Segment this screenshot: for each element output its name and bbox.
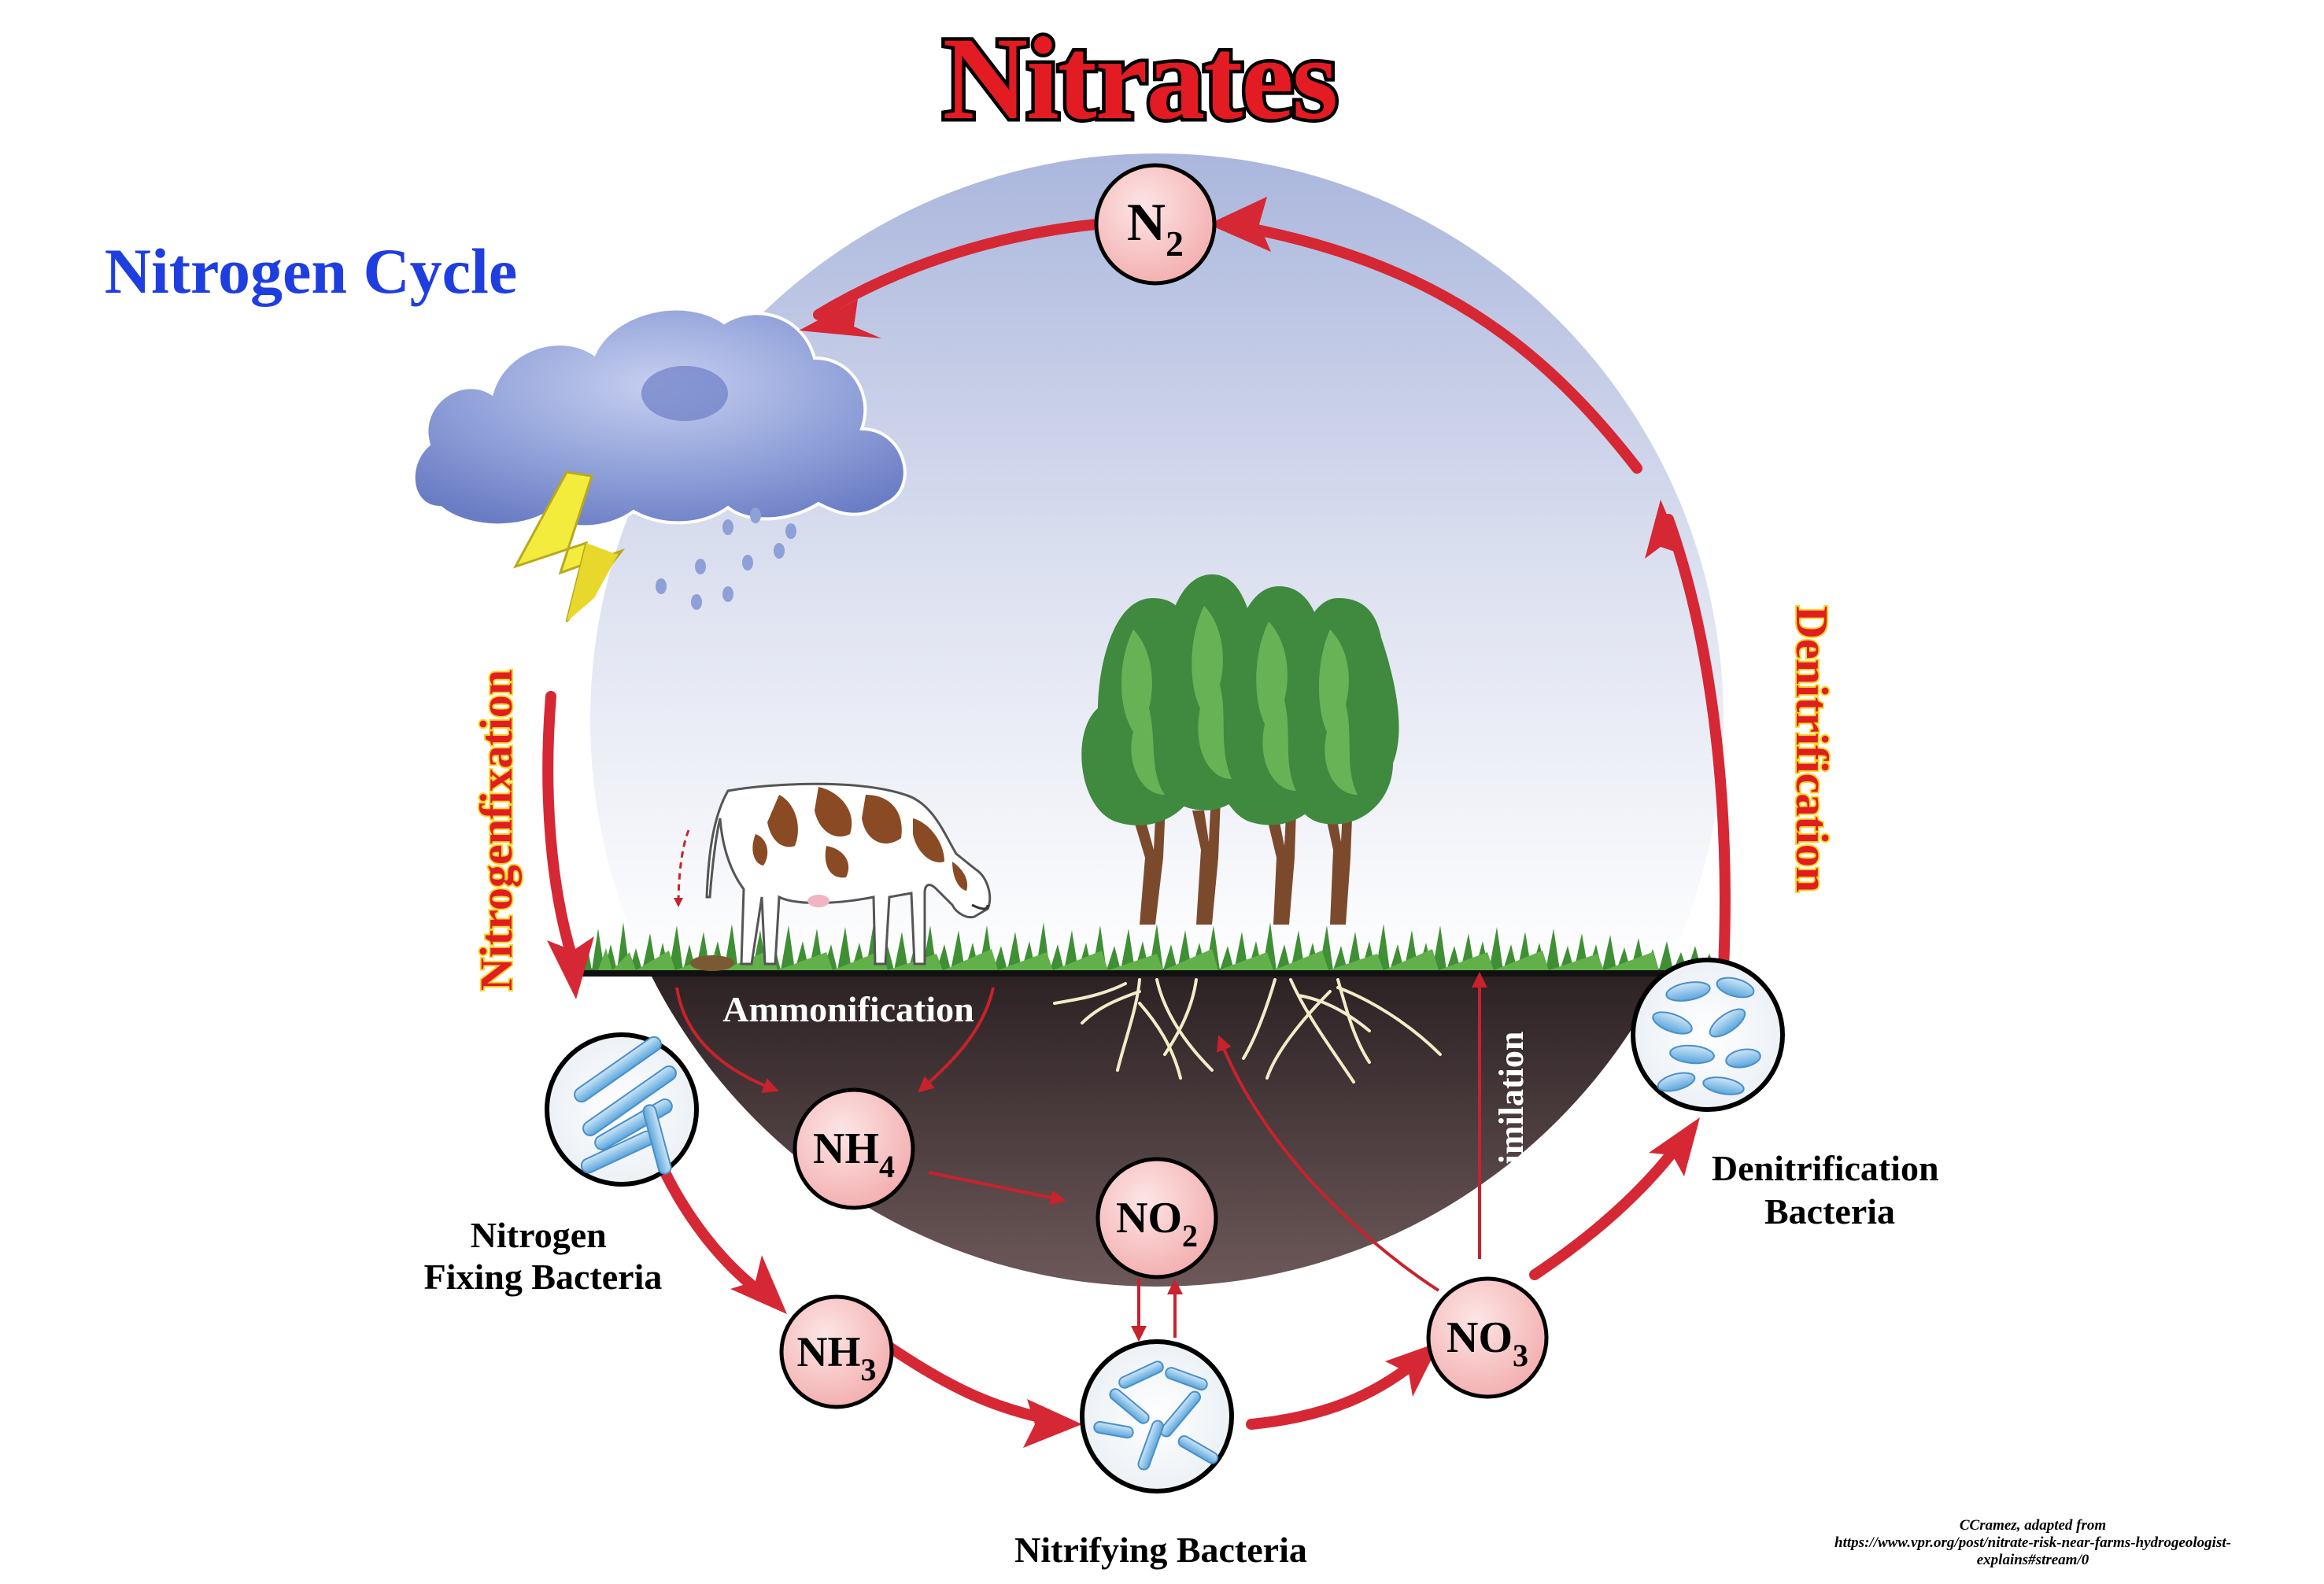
bacteria-icon xyxy=(545,1032,699,1187)
svg-text:NO2: NO2 xyxy=(1116,1194,1198,1254)
label-denitrification: Denitrification xyxy=(1786,606,1838,892)
grass-icon xyxy=(582,922,1731,970)
bacteria-icon xyxy=(1631,958,1785,1112)
compound-nh4: NH4 xyxy=(793,1087,915,1210)
page-title: Nitrates xyxy=(943,13,1336,144)
lightning-icon xyxy=(512,471,626,622)
cloud-icon xyxy=(412,307,907,529)
credit-line: https://www.vpr.org/post/nitrate-risk-ne… xyxy=(1834,1534,2231,1551)
ground-line xyxy=(581,969,1734,977)
svg-text:NO3: NO3 xyxy=(1446,1313,1528,1373)
label-nitrogen-fixation: Nitrogenfixation xyxy=(471,670,522,991)
label-nitrification: Nitrification xyxy=(1213,1300,1404,1340)
svg-text:N2: N2 xyxy=(1127,192,1184,264)
subtitle: Nitrogen Cycle xyxy=(105,235,518,307)
svg-text:NH4: NH4 xyxy=(813,1124,895,1184)
credit-note: CCramez, adapted from https://www.vpr.or… xyxy=(1757,1517,2308,1569)
label-nitrogen-fixing-bacteria: Nitrogen Fixing Bacteria xyxy=(424,1215,663,1297)
label-ammonification: Ammonification xyxy=(722,989,974,1029)
soil-arrows xyxy=(675,972,1487,1342)
bacteria-icon xyxy=(1080,1339,1234,1494)
label-denitrification-bacteria: Denitrification Bacteria xyxy=(1712,1148,1948,1231)
raindrop-icon xyxy=(656,508,796,610)
svg-text:NH3: NH3 xyxy=(797,1328,877,1387)
tree-icon xyxy=(1081,574,1399,925)
cycle-arrow-heads xyxy=(547,197,1700,1448)
root-icon xyxy=(1053,978,1442,1084)
compound-n2: N2 xyxy=(1094,163,1217,286)
label-nitrifying-bacteria: Nitrifying Bacteria xyxy=(1014,1530,1307,1570)
credit-line: CCramez, adapted from xyxy=(1959,1517,2107,1534)
credit-line: explains#stream/0 xyxy=(1976,1552,2089,1568)
compound-no2: NO2 xyxy=(1095,1157,1218,1279)
compound-no3: NO3 xyxy=(1426,1276,1549,1399)
label-assimilation: Assimilation xyxy=(1492,1032,1531,1217)
compound-nh3: NH3 xyxy=(779,1294,894,1409)
cow-icon xyxy=(674,782,992,971)
